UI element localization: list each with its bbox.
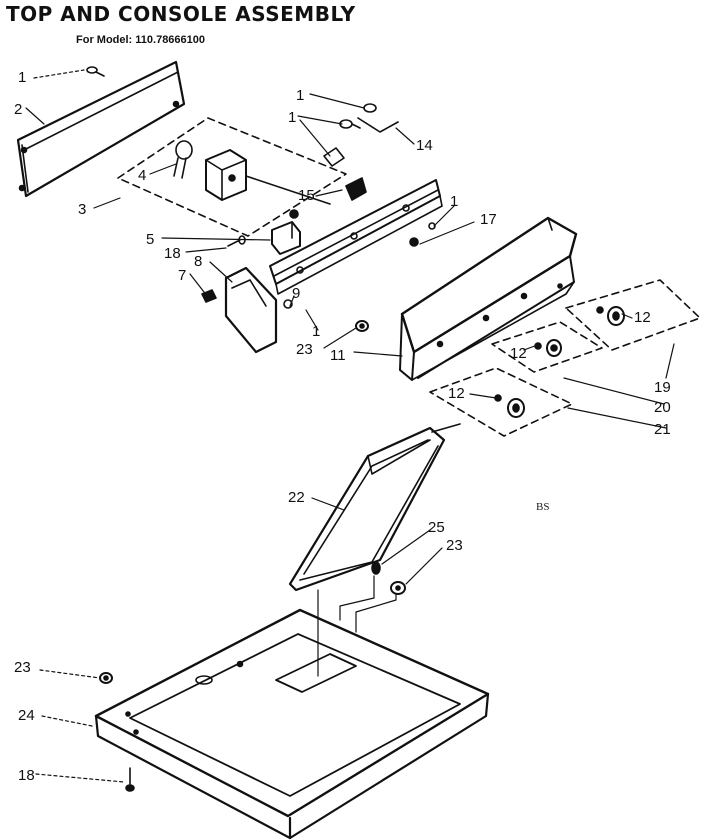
support-rail-part — [269, 179, 443, 295]
callout-23c: 23 — [14, 659, 31, 676]
callout-23a: 23 — [296, 341, 313, 358]
callout-23b: 23 — [446, 537, 463, 554]
console-panel-part — [399, 216, 578, 381]
callout-18b: 18 — [18, 767, 35, 784]
callout-17: 17 — [480, 211, 497, 228]
callout-1e: 1 — [312, 323, 320, 340]
timer-block-icon — [205, 149, 247, 201]
callout-7: 7 — [178, 267, 186, 284]
fastener-group — [323, 103, 436, 247]
callout-2: 2 — [14, 101, 22, 118]
mounting-plate-part — [117, 117, 347, 237]
bracket-part — [271, 209, 301, 255]
callout-25: 25 — [428, 519, 445, 536]
screw-icon — [371, 561, 381, 575]
callout-labels: 1 2 3 4 5 7 8 9 11 12 12 12 14 15 17 18 … — [14, 69, 671, 784]
nut-icon — [355, 320, 369, 332]
switch-icon — [173, 140, 193, 179]
leader-lines — [25, 69, 675, 783]
callout-1b: 1 — [296, 87, 304, 104]
clip-icon — [201, 289, 217, 303]
model-number: For Model: 110.78666100 — [76, 34, 206, 46]
knob-icon — [534, 339, 562, 357]
knob-icon — [596, 306, 625, 326]
callout-3: 3 — [78, 201, 86, 218]
rear-panel-part — [16, 60, 186, 198]
callout-20: 20 — [654, 399, 671, 416]
callout-9: 9 — [292, 285, 300, 302]
callout-4: 4 — [138, 167, 146, 184]
screw-icon — [86, 66, 105, 77]
callout-14: 14 — [416, 137, 433, 154]
callout-1c: 1 — [288, 109, 296, 126]
stamp-mark: BS — [536, 501, 549, 513]
dryer-top-part — [94, 608, 490, 840]
knob-icon — [494, 394, 525, 418]
callout-12a: 12 — [634, 309, 651, 326]
knob-panel-20 — [491, 321, 603, 373]
callout-15: 15 — [298, 187, 315, 204]
door-assembly-part — [288, 423, 461, 592]
callout-1: 1 — [18, 69, 26, 86]
callout-12b: 12 — [510, 345, 527, 362]
screw-icon — [125, 767, 135, 792]
callout-24: 24 — [18, 707, 35, 724]
screw-icon — [227, 235, 246, 247]
callout-21: 21 — [654, 421, 671, 438]
knob-panel-19 — [565, 279, 701, 351]
callout-1d: 1 — [450, 193, 458, 210]
assembly-guide-lines — [317, 575, 397, 677]
callout-5: 5 — [146, 231, 154, 248]
callout-22: 22 — [288, 489, 305, 506]
nut-icon — [390, 581, 406, 595]
callout-18a: 18 — [164, 245, 181, 262]
end-cap-part — [224, 266, 293, 354]
callout-8: 8 — [194, 253, 202, 270]
callout-19: 19 — [654, 379, 671, 396]
page-title: TOP AND CONSOLE ASSEMBLY — [6, 2, 356, 26]
callout-12c: 12 — [448, 385, 465, 402]
nut-icon — [99, 672, 113, 684]
callout-11: 11 — [330, 347, 346, 364]
